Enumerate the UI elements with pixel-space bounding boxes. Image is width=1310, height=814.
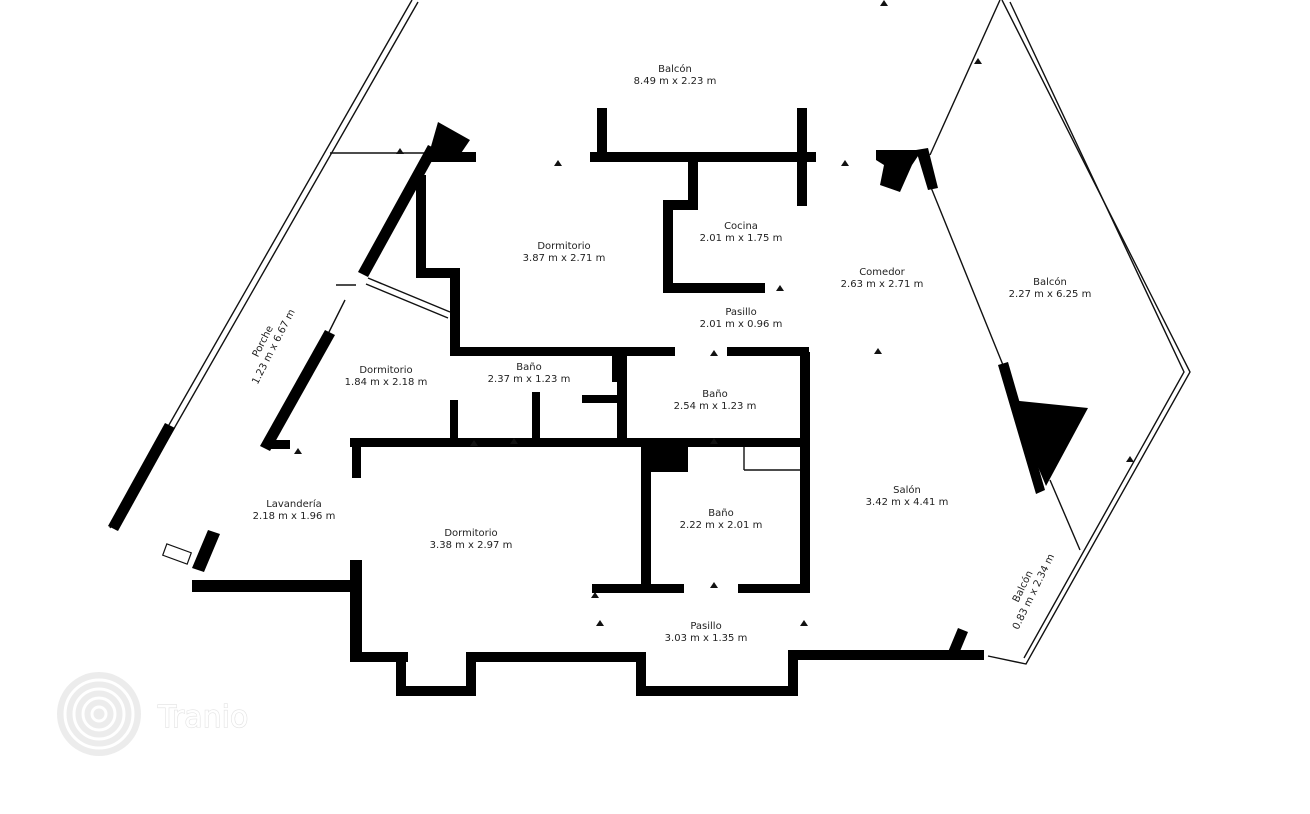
room-name: Pasillo [725, 307, 756, 318]
watermark-text: Tranio [157, 700, 248, 735]
room-name: Cocina [724, 221, 758, 232]
walls [108, 108, 1088, 696]
room-label-salon: Salón 3.42 m x 4.41 m [866, 484, 949, 508]
room-name: Baño [516, 362, 541, 373]
room-name: Lavandería [266, 498, 322, 510]
room-size: 3.03 m x 1.35 m [665, 633, 748, 644]
room-name: Baño [702, 389, 727, 400]
room-size: 2.54 m x 1.23 m [674, 401, 757, 412]
room-name: Balcón [658, 63, 692, 75]
room-label-dormitorio-1: Dormitorio 3.87 m x 2.71 m [523, 241, 606, 264]
room-label-lavanderia: Lavandería 2.18 m x 1.96 m [253, 498, 336, 522]
room-name: Balcón [1033, 276, 1067, 288]
room-name: Pasillo [690, 621, 721, 632]
room-label-balcon-small: Balcón 0.83 m x 2.34 m [1010, 552, 1057, 631]
room-size: 2.01 m x 0.96 m [700, 319, 783, 330]
room-label-cocina: Cocina 2.01 m x 1.75 m [700, 221, 783, 244]
room-size: 2.27 m x 6.25 m [1009, 289, 1092, 300]
room-label-porche: Porche 1.23 m x 6.67 m [250, 308, 297, 387]
room-name: Salón [893, 484, 921, 496]
room-label-balcon-right: Balcón 2.27 m x 6.25 m [1009, 276, 1092, 300]
room-name: Dormitorio [537, 241, 590, 252]
room-size: 8.49 m x 2.23 m [634, 76, 717, 87]
room-size: 2.22 m x 2.01 m [680, 520, 763, 531]
room-size: 2.63 m x 2.71 m [841, 279, 924, 290]
room-name: Baño [708, 508, 733, 519]
room-label-pasillo-1: Pasillo 2.01 m x 0.96 m [700, 307, 783, 330]
room-name: Dormitorio [359, 365, 412, 376]
room-label-comedor: Comedor 2.63 m x 2.71 m [841, 267, 924, 290]
room-size: 3.42 m x 4.41 m [866, 497, 949, 508]
room-size: 1.84 m x 2.18 m [345, 377, 428, 388]
room-label-bano-2: Baño 2.54 m x 1.23 m [674, 389, 757, 412]
room-size: 2.37 m x 1.23 m [488, 374, 571, 385]
room-name: Dormitorio [444, 528, 497, 539]
room-size: 2.01 m x 1.75 m [700, 233, 783, 244]
room-name: Comedor [859, 267, 905, 278]
room-label-pasillo-2: Pasillo 3.03 m x 1.35 m [665, 621, 748, 644]
room-label-balcon-top: Balcón 8.49 m x 2.23 m [634, 63, 717, 87]
room-size: 2.18 m x 1.96 m [253, 511, 336, 522]
door-markers [294, 0, 1134, 626]
room-size: 3.38 m x 2.97 m [430, 540, 513, 551]
tranio-logo-icon [57, 672, 141, 756]
tranio-watermark: Tranio [57, 672, 249, 756]
room-label-dormitorio-3: Dormitorio 3.38 m x 2.97 m [430, 528, 513, 551]
room-label-dormitorio-2: Dormitorio 1.84 m x 2.18 m [345, 365, 428, 388]
room-label-bano-1: Baño 2.37 m x 1.23 m [488, 362, 571, 385]
room-size: 3.87 m x 2.71 m [523, 253, 606, 264]
room-label-bano-3: Baño 2.22 m x 2.01 m [680, 508, 763, 531]
